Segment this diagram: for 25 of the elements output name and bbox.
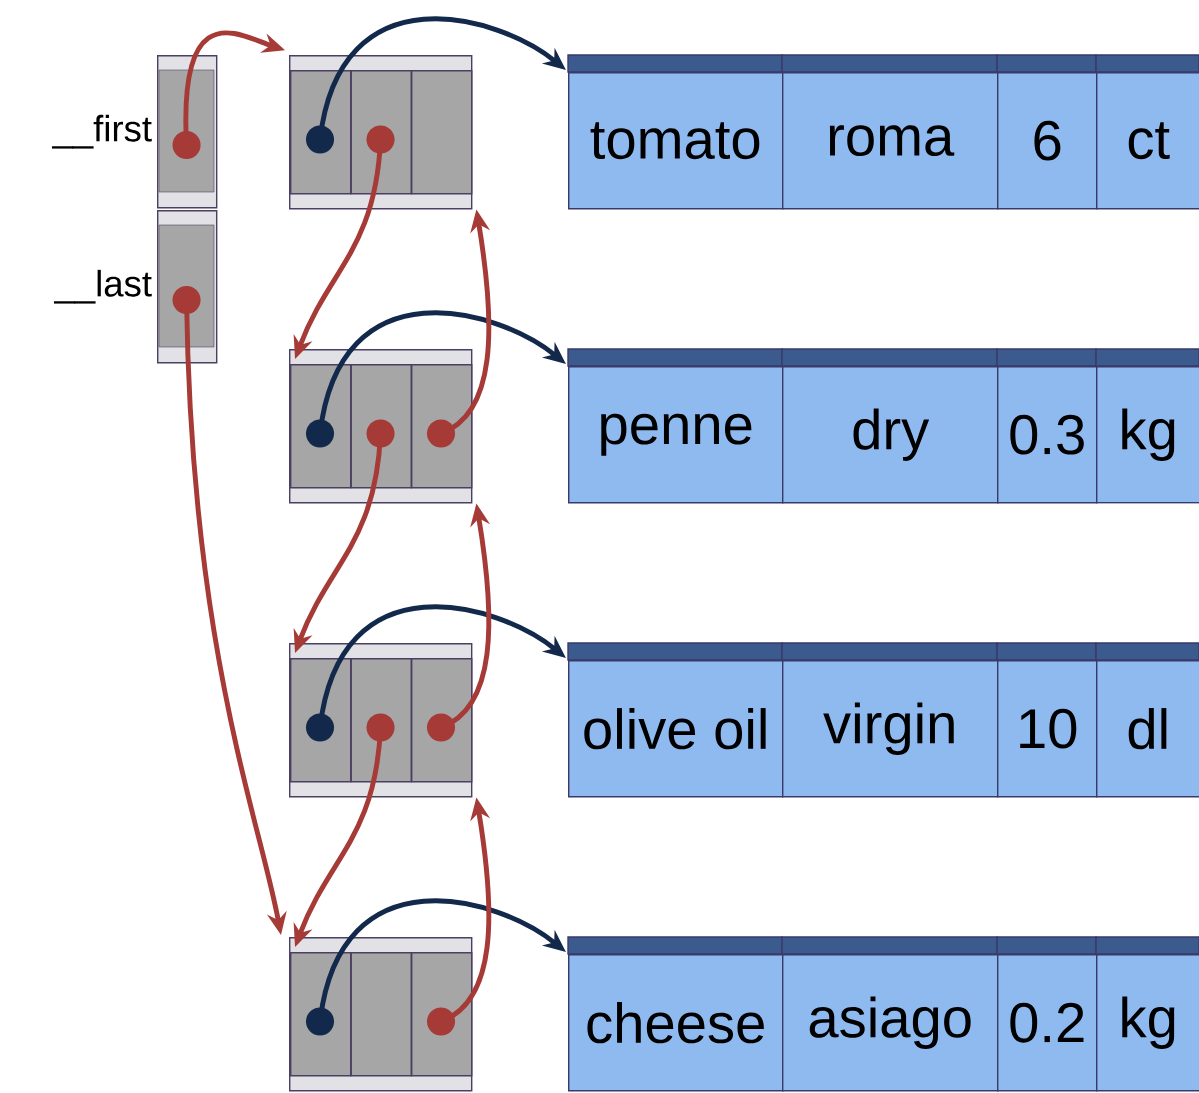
field-cell: 0.3: [996, 348, 1098, 504]
field-cell: virgin: [781, 642, 999, 798]
pointer-box: __last: [53, 210, 218, 364]
field-cell: penne: [567, 348, 784, 504]
pointer-cell: [350, 952, 412, 1077]
pointer-cell: [411, 364, 473, 489]
field-cell: roma: [781, 54, 999, 210]
pointer-box: __first: [51, 55, 218, 209]
field-cell: ct: [1095, 54, 1199, 210]
field-cell: dl: [1095, 642, 1199, 798]
field-cell: olive oil: [567, 642, 784, 798]
node-label: __first: [51, 114, 152, 149]
field-cell: dry: [781, 348, 999, 504]
pointer-cell: [411, 70, 473, 195]
pointer-cell: [411, 952, 473, 1077]
field-cell: asiago: [781, 936, 999, 1092]
field-cell: kg: [1095, 936, 1199, 1092]
pointer-cell: [411, 658, 473, 783]
field-cell: cheese: [567, 936, 784, 1092]
node-label: __last: [53, 269, 152, 304]
field-cell: 6: [996, 54, 1098, 210]
field-cell: 10: [996, 642, 1098, 798]
field-cell: kg: [1095, 348, 1199, 504]
field-cell: tomato: [567, 54, 784, 210]
field-cell: 0.2: [996, 936, 1098, 1092]
